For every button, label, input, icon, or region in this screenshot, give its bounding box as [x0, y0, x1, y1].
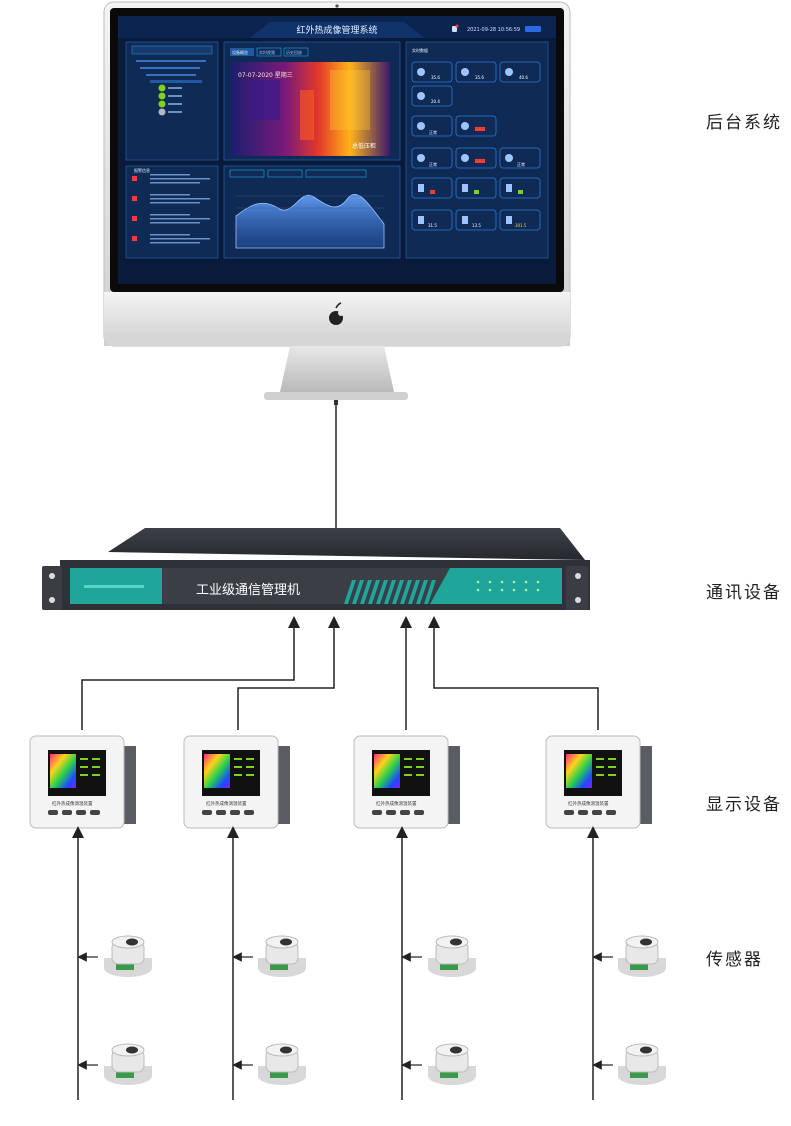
alarm-panel-title: 报警信息	[134, 167, 150, 173]
comm-manager-device	[42, 528, 590, 610]
notification-dot	[455, 24, 459, 28]
reading-3: 20.4	[431, 99, 440, 104]
sensors	[104, 935, 666, 1085]
screen-tab-2[interactable]: 历史回放	[286, 49, 302, 55]
video-date: 07-07-2020 星期三	[238, 71, 293, 79]
sensor-3-1	[428, 935, 476, 977]
display-caption-2: 红外热成像测温装置	[206, 800, 247, 807]
sensor-2-2	[258, 1043, 306, 1085]
sensor-feed-arrows	[77, 952, 613, 1070]
label-sensor: 传感器	[706, 950, 763, 970]
sensor-1-2	[104, 1043, 152, 1085]
sensor-1-1	[104, 935, 152, 977]
reading-6: 301.5	[515, 223, 527, 228]
screen-tab-1[interactable]: 实时视频	[259, 49, 275, 55]
display-caption-3: 红外热成像测温装置	[376, 800, 417, 807]
reading-2: 40.6	[519, 75, 528, 80]
status-2: 正常	[517, 161, 525, 167]
realtime-panel-title: 实时数据	[412, 47, 428, 53]
screen-title: 红外热成像管理系统	[296, 24, 377, 36]
display-caption-4: 红外热成像测温装置	[568, 800, 609, 807]
display-device-1	[29, 735, 136, 829]
display-caption-1: 红外热成像测温装置	[52, 800, 93, 807]
status-0: 正常	[429, 129, 437, 135]
monitor	[103, 1, 571, 405]
video-caption: 总低压柜	[352, 142, 376, 150]
sensor-4-2	[618, 1043, 666, 1085]
screen-datetime: 2021-09-28 10:56:59	[467, 27, 520, 33]
header-button[interactable]	[525, 26, 541, 32]
screen-tab-0[interactable]: 设备概览	[232, 49, 248, 55]
display-device-3	[353, 735, 460, 829]
sensor-3-2	[428, 1043, 476, 1085]
display-device-4	[545, 735, 652, 829]
display-device-2	[183, 735, 290, 829]
reading-0: 35.6	[431, 75, 440, 80]
sensor-4-1	[618, 935, 666, 977]
notification-bell-icon[interactable]	[452, 26, 457, 32]
reading-4: 31.5	[428, 223, 437, 228]
comm-manager-label: 工业级通信管理机	[196, 583, 300, 598]
label-display-device: 显示设备	[706, 795, 782, 815]
reading-1: 35.6	[475, 75, 484, 80]
label-comm-device: 通讯设备	[706, 583, 782, 603]
label-backend-system: 后台系统	[706, 113, 782, 133]
status-1: 正常	[429, 161, 437, 167]
sensor-bus-lines	[72, 826, 599, 1100]
reading-5: 13.5	[472, 223, 481, 228]
display-to-switch-links	[81, 616, 599, 730]
sensor-2-1	[258, 935, 306, 977]
